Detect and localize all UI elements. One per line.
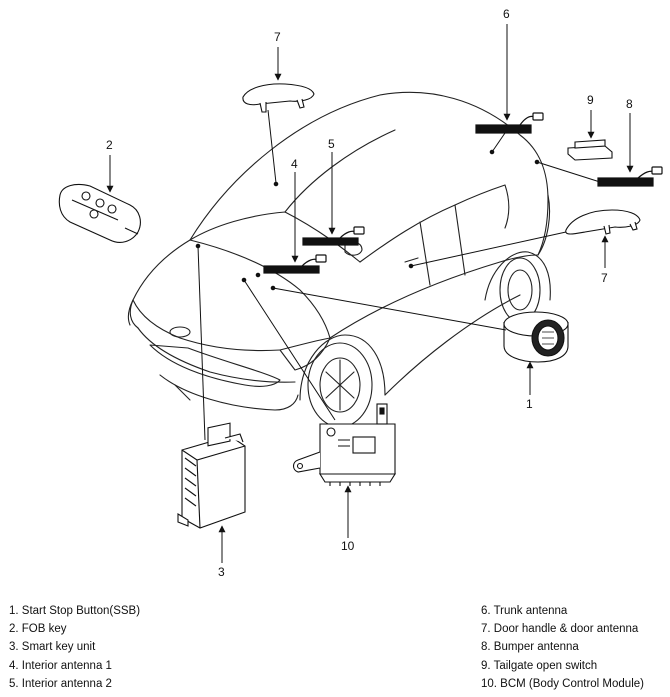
callout-10: 10 — [341, 539, 355, 553]
door-handle-7-right — [565, 209, 641, 235]
callout-9: 9 — [587, 93, 594, 107]
fob-key-2 — [58, 183, 141, 243]
smart-key-unit-3 — [177, 422, 246, 529]
legend-item-5: 5. Interior antenna 2 — [9, 677, 112, 690]
leader-lines — [106, 24, 634, 563]
antenna-4-interior-1 — [263, 254, 327, 274]
antenna-8-bumper — [597, 166, 663, 187]
legend-right: 6. Trunk antenna 7. Door handle & door a… — [481, 602, 644, 693]
legend-item-9: 9. Tailgate open switch — [481, 659, 598, 672]
car-outline — [127, 91, 551, 428]
callout-8: 8 — [626, 97, 633, 111]
legend-item-10: 10. BCM (Body Control Module) — [481, 677, 644, 690]
antenna-6-trunk — [475, 112, 544, 134]
legend-item-1: 1. Start Stop Button(SSB) — [9, 605, 141, 617]
callout-2: 2 — [106, 138, 113, 152]
antenna-5-interior-2 — [302, 226, 365, 246]
legend-left: 1. Start Stop Button(SSB) 2. FOB key 3. … — [9, 602, 140, 693]
callout-3: 3 — [218, 565, 225, 579]
bcm-10 — [292, 403, 396, 486]
callout-4: 4 — [291, 157, 298, 171]
callout-7-right: 7 — [601, 271, 608, 285]
callout-6: 6 — [503, 7, 510, 21]
legend-item-8: 8. Bumper antenna — [481, 641, 579, 654]
callout-7-top: 7 — [274, 30, 281, 44]
legend-item-6: 6. Trunk antenna — [481, 605, 568, 617]
callout-1: 1 — [526, 397, 533, 411]
door-handle-7-top — [242, 83, 315, 113]
tailgate-switch-9 — [567, 139, 613, 161]
legend-item-2: 2. FOB key — [9, 623, 67, 636]
legend-item-4: 4. Interior antenna 1 — [9, 659, 112, 672]
legend-item-7: 7. Door handle & door antenna — [481, 623, 639, 636]
component-location-diagram: 7 2 6 9 8 4 5 7 1 3 10 — [58, 7, 663, 579]
legend-item-3: 3. Smart key unit — [9, 641, 96, 654]
start-stop-button-1 — [503, 311, 569, 363]
callout-5: 5 — [328, 137, 335, 151]
